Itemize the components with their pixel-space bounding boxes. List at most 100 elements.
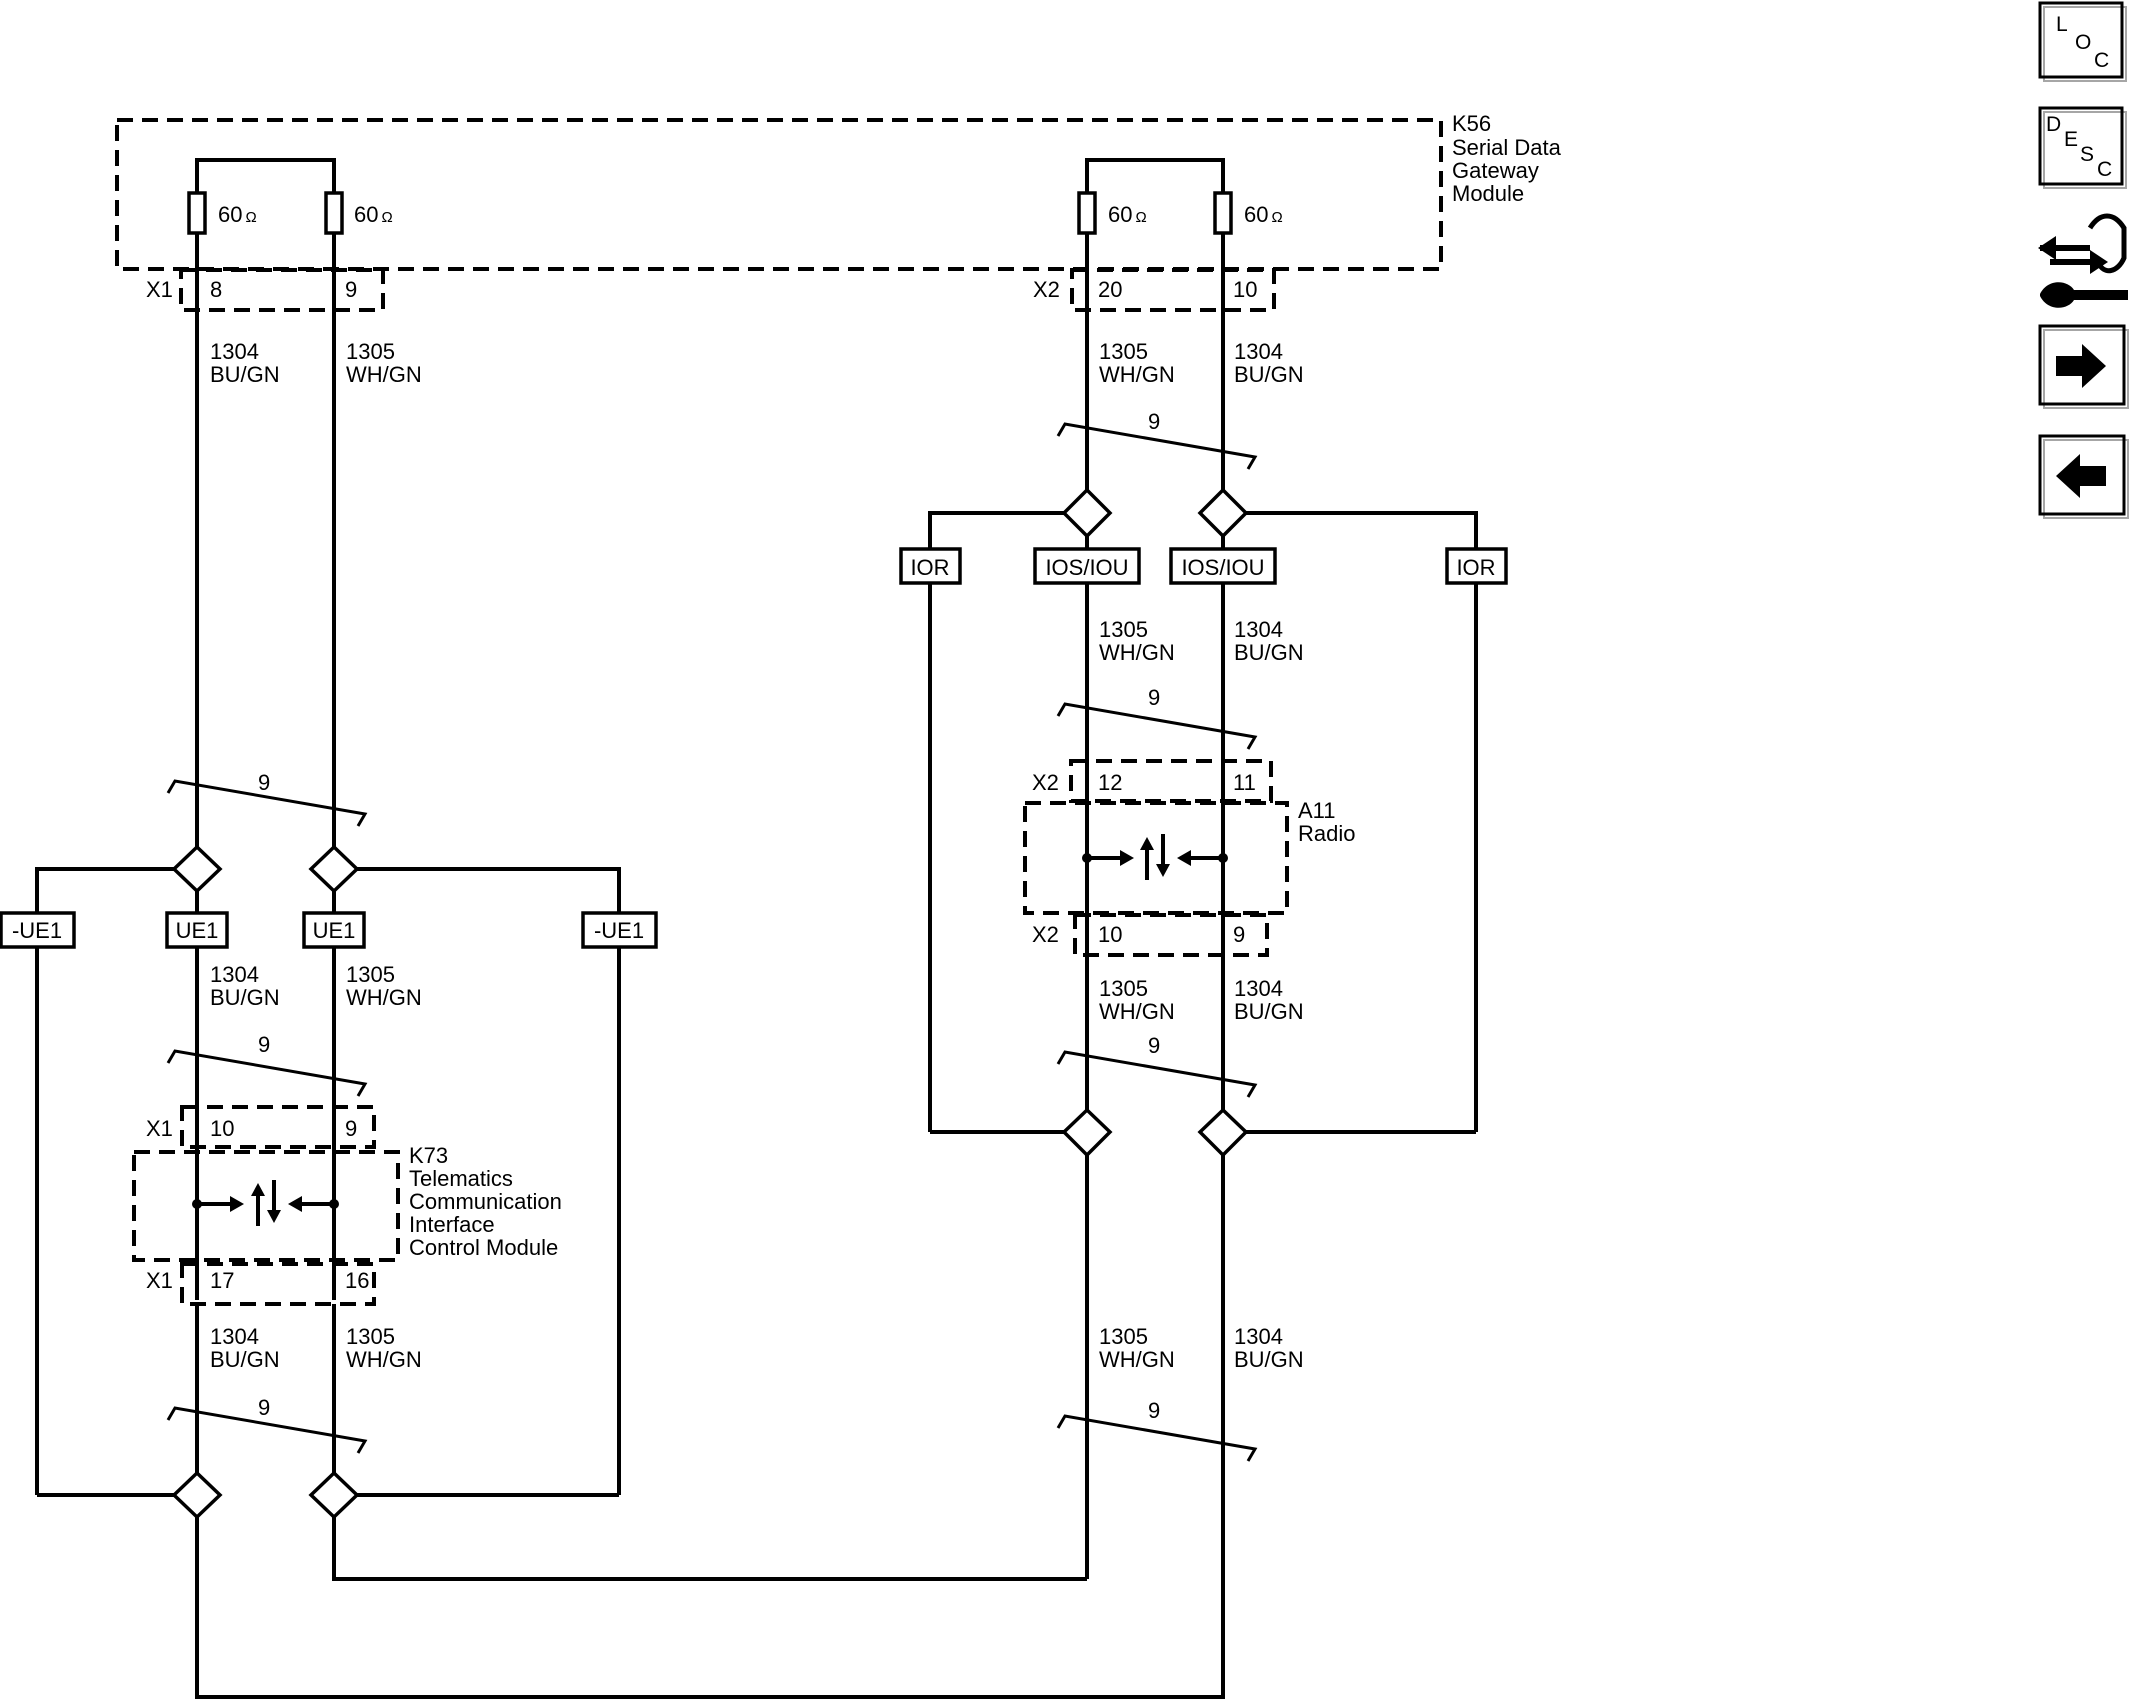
- wire-label-1305-g: 1305: [1099, 1324, 1148, 1349]
- k56-termination-right: [1085, 158, 1225, 310]
- option-ue1-1304: UE1: [165, 911, 229, 949]
- option-ior-left: IOR: [899, 547, 962, 585]
- k56-x1-name: X1: [146, 277, 173, 302]
- option-neg-ue1-left: -UE1: [0, 911, 76, 949]
- k73-name-line1: Telematics: [409, 1166, 513, 1191]
- wire-color-bu-gn-e: BU/GN: [1234, 640, 1304, 665]
- option-neg-ue1-right: -UE1: [581, 911, 658, 949]
- svg-text:-UE1: -UE1: [12, 918, 62, 943]
- a11-x2-bottom-connector: [1073, 913, 1269, 957]
- twist-label-6: 9: [1148, 1033, 1160, 1058]
- wire-label-1305-d: 1305: [1099, 339, 1148, 364]
- a11-module: X2 12 11 X2 10 9 A11 Ra: [1023, 759, 1355, 957]
- twisted-pair-symbol-1: [166, 779, 368, 827]
- nav-desc-button[interactable]: D E S C: [2038, 106, 2127, 189]
- k56-name-line1: Serial Data: [1452, 135, 1562, 160]
- wire-label-1305-a: 1305: [346, 339, 395, 364]
- option-ios-iou-1304: IOS/IOU: [1169, 547, 1277, 585]
- splice-1305-lower-right: [1061, 1107, 1113, 1158]
- k73-pin-10: 10: [210, 1116, 234, 1141]
- k73-x1-top-connector: [180, 1105, 376, 1149]
- svg-text:IOR: IOR: [1456, 555, 1495, 580]
- option-ior-right: IOR: [1445, 547, 1508, 585]
- wire-label-1304-f: 1304: [1234, 976, 1283, 1001]
- serial-data-transceiver-icon: [192, 1180, 339, 1226]
- wire-color-bu-gn-g: BU/GN: [1234, 1347, 1304, 1372]
- wire-label-1304-g: 1304: [1234, 1324, 1283, 1349]
- wire-label-1305-f: 1305: [1099, 976, 1148, 1001]
- a11-pin-9: 9: [1233, 922, 1245, 947]
- splice-1304-upper-left: [171, 844, 223, 894]
- wire-label-1304-a: 1304: [210, 339, 259, 364]
- svg-text:E: E: [2064, 128, 2078, 151]
- svg-text:IOR: IOR: [910, 555, 949, 580]
- k56-name-line2: Gateway: [1452, 158, 1539, 183]
- wire-1304-interconnect: [195, 1517, 1223, 1699]
- splice-1305-lower-left: [308, 1470, 360, 1520]
- twisted-pair-symbol-3: [166, 1406, 368, 1454]
- k73-ref: K73: [409, 1143, 448, 1168]
- splice-1304-lower-left: [171, 1470, 223, 1520]
- resistor-60-4: [1213, 191, 1233, 235]
- right-branch-wires: 1305 WH/GN 1304 BU/GN 9 IOR IOS/IOU IOS/…: [899, 310, 1508, 1699]
- option-ue1-1305: UE1: [302, 911, 366, 949]
- wire-color-bu-gn-a: BU/GN: [210, 362, 280, 387]
- serial-data-transceiver-icon: [1082, 834, 1228, 880]
- svg-text:UE1: UE1: [313, 918, 356, 943]
- k56-termination-left: [195, 158, 336, 310]
- a11-pin-12: 12: [1098, 770, 1122, 795]
- connector-icon[interactable]: [2038, 213, 2128, 308]
- k56-name-line3: Module: [1452, 181, 1524, 206]
- wire-label-1304-c: 1304: [210, 1324, 259, 1349]
- a11-x2-top-name: X2: [1032, 770, 1059, 795]
- splice-1305-upper-right: [1061, 487, 1113, 539]
- k73-name-line2: Communication: [409, 1189, 562, 1214]
- svg-text:-UE1: -UE1: [594, 918, 644, 943]
- wire-neg-ue1-left-top: [35, 867, 174, 915]
- wire-ior-left-top: [928, 511, 1064, 550]
- resistor-60-1: [187, 191, 207, 235]
- svg-text:S: S: [2080, 143, 2094, 166]
- k73-pin-17: 17: [210, 1268, 234, 1293]
- nav-next-button[interactable]: [2038, 324, 2129, 409]
- resistor-60-2: [324, 191, 344, 235]
- k56-outline: [115, 118, 1443, 271]
- a11-pin-10: 10: [1098, 922, 1122, 947]
- twisted-pair-symbol-6: [1056, 1050, 1258, 1098]
- a11-x2-bottom-name: X2: [1032, 922, 1059, 947]
- k56-x1-pin-8: 8: [210, 277, 222, 302]
- nav-prev-button[interactable]: [2038, 434, 2129, 519]
- a11-name: Radio: [1298, 821, 1355, 846]
- k56-x1-connector: [179, 268, 385, 312]
- twisted-pair-symbol-4: [1056, 422, 1258, 470]
- wire-color-wh-gn-a: WH/GN: [346, 362, 422, 387]
- k73-x1-bottom-connector: [180, 1262, 376, 1306]
- wire-color-bu-gn-b: BU/GN: [210, 985, 280, 1010]
- svg-text:IOS/IOU: IOS/IOU: [1181, 555, 1264, 580]
- nav-loc-button[interactable]: L O C: [2038, 1, 2127, 82]
- a11-outline: [1023, 801, 1289, 915]
- k73-outline: [132, 1150, 400, 1262]
- twist-label-3: 9: [258, 1395, 270, 1420]
- wire-color-wh-gn-g: WH/GN: [1099, 1347, 1175, 1372]
- k56-x2-pin-20: 20: [1098, 277, 1122, 302]
- svg-text:L: L: [2056, 13, 2068, 36]
- wire-color-bu-gn-c: BU/GN: [210, 1347, 280, 1372]
- twist-label-4: 9: [1148, 409, 1160, 434]
- a11-pin-11: 11: [1233, 770, 1256, 795]
- k73-x1-bottom-name: X1: [146, 1268, 173, 1293]
- k73-pin-16: 16: [345, 1268, 369, 1293]
- svg-text:C: C: [2097, 158, 2112, 181]
- k73-module: X1 10 9 X1 17 16 K73 Te: [132, 1105, 562, 1306]
- bottom-interconnect: [195, 1517, 1223, 1699]
- wire-color-wh-gn-c: WH/GN: [346, 1347, 422, 1372]
- twist-label-2: 9: [258, 1032, 270, 1057]
- twisted-pair-symbol-2: [166, 1049, 368, 1097]
- k56-x2-pin-10: 10: [1233, 277, 1257, 302]
- twisted-pair-symbol-7: [1056, 1414, 1258, 1462]
- wire-color-wh-gn-e: WH/GN: [1099, 640, 1175, 665]
- svg-text:UE1: UE1: [176, 918, 219, 943]
